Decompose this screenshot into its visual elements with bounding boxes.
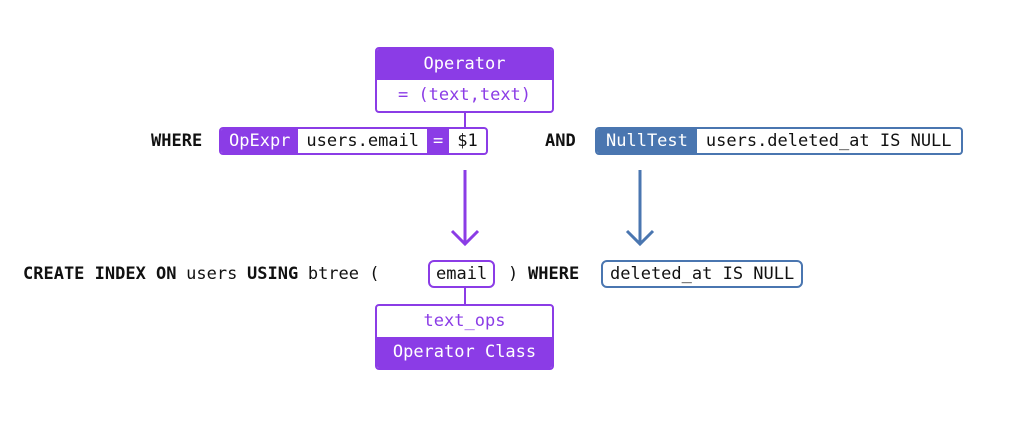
opexpr-right-operand: $1 bbox=[457, 131, 478, 151]
using-keyword: USING bbox=[247, 264, 299, 284]
operator-class-value: text_ops bbox=[423, 311, 506, 331]
table-name: users bbox=[186, 264, 238, 284]
operator-signature: = (text,text) bbox=[397, 85, 532, 105]
nulltest-tag: NullTest bbox=[597, 129, 697, 153]
indexed-column: email bbox=[428, 260, 496, 288]
and-keyword: AND bbox=[545, 131, 576, 151]
create-index-keyword: CREATE INDEX ON bbox=[23, 264, 177, 284]
opexpr-tag: OpExpr bbox=[221, 129, 299, 153]
create-index-statement: CREATE INDEX ON users USING btree ( bbox=[23, 264, 379, 284]
nulltest-arrow-head bbox=[625, 229, 655, 247]
index-where-keyword: WHERE bbox=[528, 264, 580, 284]
nulltest-node: NullTest users.deleted_at IS NULL bbox=[595, 127, 963, 155]
index-method: btree ( bbox=[307, 264, 380, 284]
index-predicate: deleted_at IS NULL bbox=[601, 260, 804, 288]
opexpr-arrow-head bbox=[450, 229, 480, 247]
where-keyword: WHERE bbox=[151, 131, 203, 151]
opexpr-node: OpExpr users.email = $1 bbox=[219, 127, 488, 155]
close-paren: ) bbox=[508, 264, 519, 284]
operator-box-header: Operator bbox=[377, 49, 552, 80]
opexpr-operator: = bbox=[427, 129, 450, 153]
nulltest-expression: users.deleted_at IS NULL bbox=[705, 131, 952, 151]
operator-box: Operator = (text,text) bbox=[375, 47, 554, 113]
operator-class-box: text_ops Operator Class bbox=[375, 304, 554, 370]
opexpr-left-operand: users.email bbox=[306, 131, 420, 151]
operator-class-footer: Operator Class bbox=[377, 337, 552, 368]
